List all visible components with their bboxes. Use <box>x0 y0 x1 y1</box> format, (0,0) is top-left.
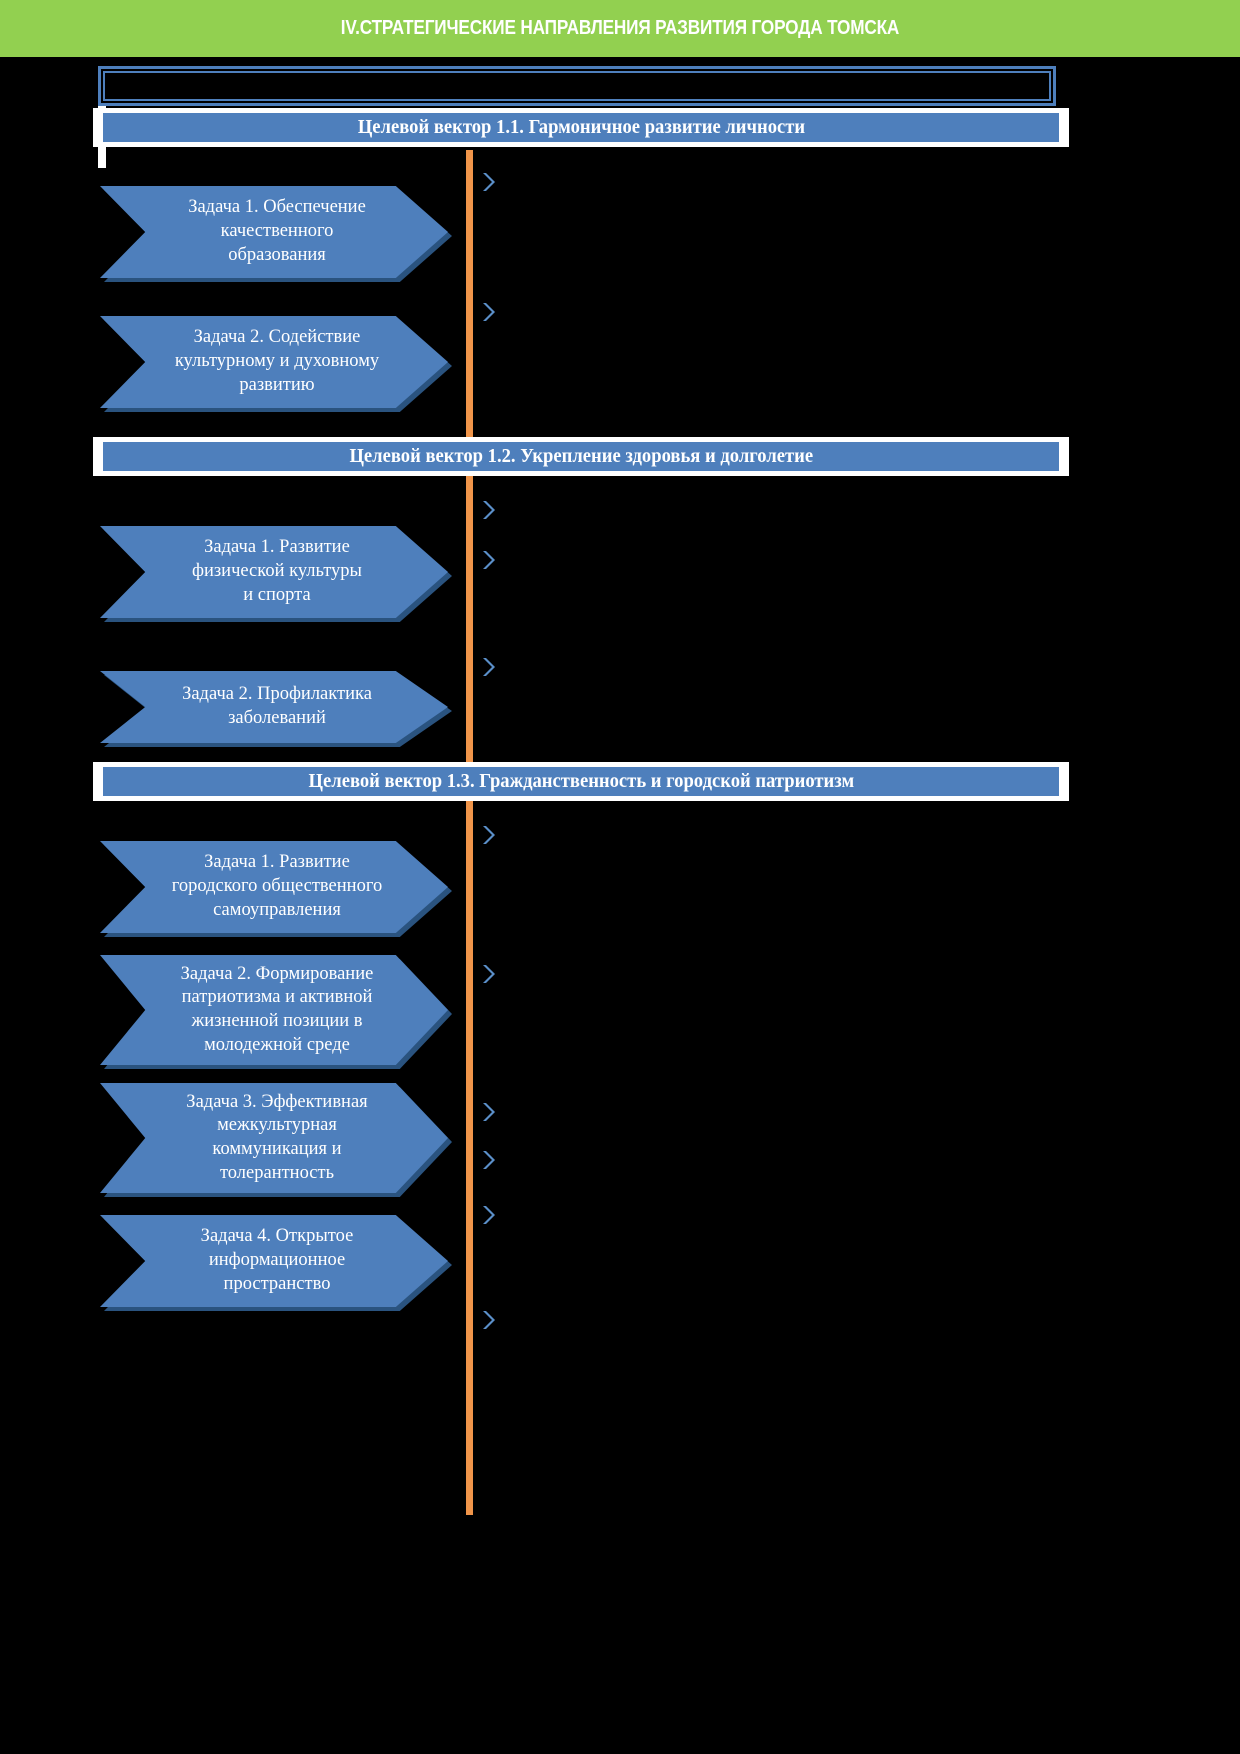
section-title-1: Целевой вектор 1.1. Гармоничное развитие… <box>357 116 805 138</box>
task-label: Задача 1. Развитие городского общественн… <box>171 852 383 920</box>
double-chevron-bullet-icon <box>481 548 503 574</box>
double-chevron-bullet-icon <box>481 1100 503 1126</box>
task-label: Задача 4. Открытое информационное простр… <box>200 1226 354 1294</box>
vertical-orange-divider <box>466 150 473 1515</box>
task-label: Задача 1. Развитие физической культуры и… <box>191 537 362 605</box>
task-chevron-3-1[interactable]: Задача 1. Развитие городского общественн… <box>100 841 448 933</box>
task-chevron-1-1[interactable]: Задача 1. Обеспечение качественного обра… <box>100 186 448 278</box>
double-chevron-bullet-icon <box>481 962 503 988</box>
double-chevron-bullet-icon <box>481 823 503 849</box>
section-header-2-bar: Целевой вектор 1.2. Укрепление здоровья … <box>103 442 1059 471</box>
page-title: IV.СТРАТЕГИЧЕСКИЕ НАПРАВЛЕНИЯ РАЗВИТИЯ Г… <box>340 17 900 39</box>
section-title-3: Целевой вектор 1.3. Гражданственность и … <box>308 770 854 792</box>
page-header-banner: IV.СТРАТЕГИЧЕСКИЕ НАПРАВЛЕНИЯ РАЗВИТИЯ Г… <box>0 0 1240 57</box>
double-chevron-bullet-icon <box>481 170 503 196</box>
task-chevron-2-1[interactable]: Задача 1. Развитие физической культуры и… <box>100 526 448 618</box>
task-label: Задача 2. Профилактика заболеваний <box>182 684 372 728</box>
double-chevron-bullet-icon <box>481 498 503 524</box>
section-header-3: Целевой вектор 1.3. Гражданственность и … <box>93 762 1069 801</box>
task-chevron-3-4[interactable]: Задача 4. Открытое информационное простр… <box>100 1215 448 1307</box>
double-chevron-bullet-icon <box>481 300 503 326</box>
section-header-2: Целевой вектор 1.2. Укрепление здоровья … <box>93 437 1069 476</box>
task-chevron-2-2[interactable]: Задача 2. Профилактика заболеваний <box>100 671 448 743</box>
double-chevron-bullet-icon <box>481 1203 503 1229</box>
task-label: Задача 1. Обеспечение качественного обра… <box>188 197 366 265</box>
task-chevron-3-2[interactable]: Задача 2. Формирование патриотизма и акт… <box>100 955 448 1065</box>
double-chevron-bullet-icon <box>481 655 503 681</box>
section-header-1-bar: Целевой вектор 1.1. Гармоничное развитие… <box>103 113 1059 142</box>
task-chevron-3-3[interactable]: Задача 3. Эффективная межкультурная комм… <box>100 1083 448 1193</box>
top-outline-box <box>98 66 1056 106</box>
task-label: Задача 3. Эффективная межкультурная комм… <box>186 1091 368 1183</box>
section-title-2: Целевой вектор 1.2. Укрепление здоровья … <box>349 445 813 467</box>
double-chevron-bullet-icon <box>481 1148 503 1174</box>
section-header-3-bar: Целевой вектор 1.3. Гражданственность и … <box>103 767 1059 796</box>
section-header-1: Целевой вектор 1.1. Гармоничное развитие… <box>93 108 1069 147</box>
double-chevron-bullet-icon <box>481 1308 503 1334</box>
task-label: Задача 2. Содействие культурному и духов… <box>174 327 380 395</box>
task-label: Задача 2. Формирование патриотизма и акт… <box>180 963 374 1055</box>
task-chevron-1-2[interactable]: Задача 2. Содействие культурному и духов… <box>100 316 448 408</box>
